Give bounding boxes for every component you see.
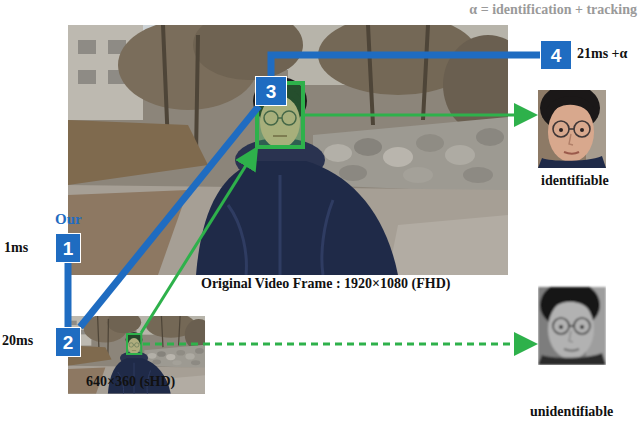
downscaled-frame-photo	[68, 311, 213, 394]
frame-caption: Original Video Frame : 1920×1080 (FHD)	[201, 276, 450, 292]
image-caption: identifiable	[541, 173, 609, 189]
timeline-connector	[65, 263, 72, 327]
original-frame-photo	[68, 10, 533, 275]
time-label: 20ms	[2, 333, 33, 349]
step-box: 1	[55, 233, 81, 263]
step-number: 2	[63, 333, 74, 352]
face-crop	[538, 84, 606, 168]
image-caption: unidentifiable	[530, 404, 613, 420]
original-frame-photo	[68, 10, 533, 275]
step-box: 4	[540, 40, 572, 70]
face-crop	[538, 84, 606, 168]
face-crop-lowres	[538, 281, 606, 365]
time-label: 21ms +α	[577, 46, 627, 62]
timeline-connector	[271, 55, 540, 76]
note-text: α = identification + tracking	[469, 2, 637, 18]
step-number: 3	[266, 82, 277, 101]
dashed-green-arrow	[143, 343, 532, 346]
face-box	[127, 334, 141, 354]
step-box: 3	[255, 76, 287, 106]
green-arrow	[305, 114, 532, 117]
downscaled-frame-photo	[68, 311, 213, 394]
step-number: 1	[63, 239, 74, 258]
timeline-connector	[80, 106, 259, 327]
face-crop-lowres	[538, 281, 606, 365]
step-box: 2	[55, 327, 81, 357]
time-label: 1ms	[4, 240, 28, 256]
method-label: Our	[55, 211, 82, 228]
step-number: 4	[551, 46, 562, 65]
frame-caption: 640×360 (sHD)	[86, 374, 175, 390]
